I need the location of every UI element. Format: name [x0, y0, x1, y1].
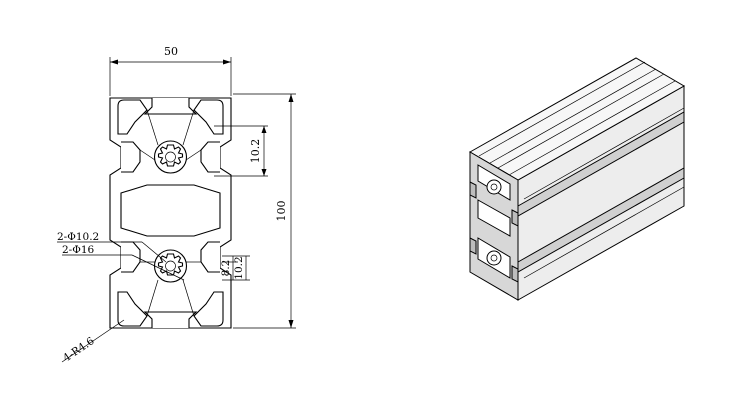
core-bore-upper: [153, 140, 188, 174]
callout-radius: 4-R4.6: [61, 319, 125, 365]
dim-bottom-slot: 8.2 10.2: [220, 255, 250, 281]
callout-bore-small: 2-Φ10.2: [57, 231, 99, 243]
core-bore-lower: [153, 249, 188, 283]
iso-front-profile: [469, 164, 519, 283]
dim-bottom-slot-a-label: 8.2: [220, 260, 232, 277]
webs: [139, 109, 202, 317]
callout-radius-label: 4-R4.6: [61, 335, 97, 365]
dim-width: 50: [109, 45, 232, 96]
side-pocket-lower-right: [200, 241, 220, 273]
pocket-bottom-right: [193, 291, 224, 327]
isometric-view: [468, 57, 686, 301]
bottom-slot: [143, 311, 198, 328]
pocket-top-left: [117, 99, 148, 135]
central-cavity: [120, 184, 221, 237]
pocket-bottom-left: [117, 291, 148, 327]
dim-bottom-slot-b-label: 10.2: [233, 256, 245, 279]
callout-bores: 2-Φ10.2 2-Φ16: [57, 231, 185, 281]
dim-width-label: 50: [164, 45, 178, 58]
side-pocket-upper-right: [200, 141, 220, 173]
pocket-top-right: [193, 99, 224, 135]
dim-core-slot-label: 10.2: [249, 139, 262, 164]
dim-height: 100: [233, 93, 296, 329]
dim-height-label: 100: [275, 201, 288, 222]
top-slot: [143, 98, 198, 115]
section-view: 50 100 10.2 8.2 10.2: [57, 45, 296, 364]
iso-top-rails: [478, 61, 676, 176]
side-pocket-upper-left: [121, 141, 141, 173]
callout-bore-large: 2-Φ16: [62, 244, 95, 256]
iso-side-slots: [517, 107, 685, 279]
dim-core-slot: 10.2: [214, 125, 268, 177]
